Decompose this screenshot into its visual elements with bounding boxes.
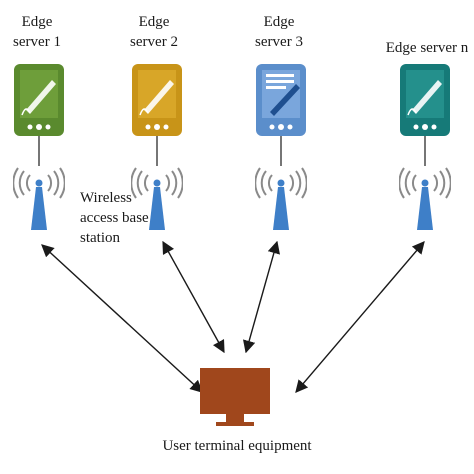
- user-terminal-label: User terminal equipment: [162, 438, 312, 454]
- edge-server-2-label-line2: server 2: [130, 34, 178, 50]
- edge-server-3-icon: [256, 64, 306, 136]
- edge-server-n-label: Edge server n: [372, 38, 474, 58]
- arrow-server-2-terminal: [162, 240, 225, 354]
- wireless-label-line1: Wireless: [80, 190, 132, 206]
- wireless-label-line3: station: [80, 230, 120, 246]
- antenna-n-icon: [399, 167, 451, 230]
- wireless-label-line2: access base: [80, 210, 149, 226]
- edge-server-n-label-line1: Edge server n: [385, 40, 469, 56]
- edge-server-3-label-line2: server 3: [255, 34, 303, 50]
- edge-server-2-icon: [132, 64, 182, 136]
- edge-server-1-icon: [14, 64, 64, 136]
- arrow-server-n-terminal: [295, 241, 425, 393]
- edge-server-3-label: Edge server 3: [242, 12, 316, 52]
- edge-server-1-label-line1: Edge: [21, 14, 53, 30]
- antenna-2-icon: [131, 167, 183, 230]
- edge-server-1-label-line2: server 1: [13, 34, 61, 50]
- edge-server-2-label: Edge server 2: [117, 12, 191, 52]
- arrow-server-3-terminal: [243, 240, 280, 354]
- edge-server-2-label-line1: Edge: [138, 14, 170, 30]
- antenna-3-icon: [255, 167, 307, 230]
- uplink-lines: [38, 136, 426, 166]
- wireless-base-station-label: Wireless access base station: [80, 188, 180, 248]
- link-arrows: [41, 240, 425, 393]
- edge-server-n-icon: [400, 64, 450, 136]
- edge-server-3-label-line1: Edge: [263, 14, 295, 30]
- arrow-server-1-terminal: [41, 244, 203, 393]
- edge-server-1-label: Edge server 1: [0, 12, 74, 52]
- user-terminal-monitor-icon: [200, 368, 270, 426]
- antenna-1-icon: [13, 167, 65, 230]
